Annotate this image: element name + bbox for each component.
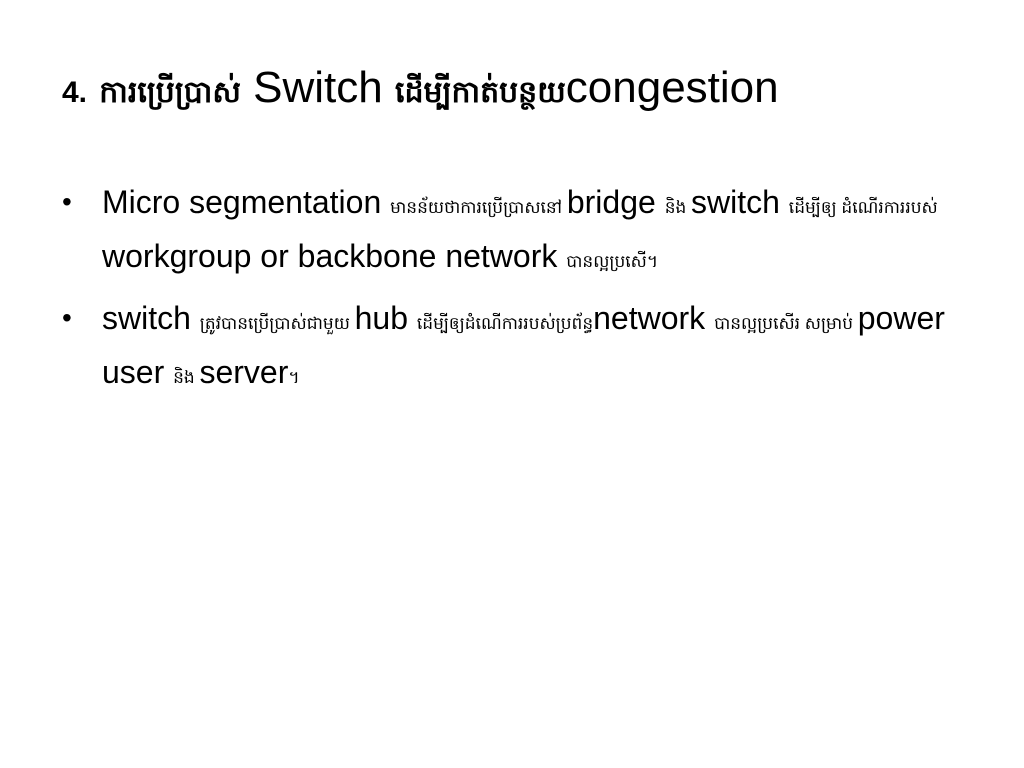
bullet-segment: ដើម្បីឲ្យ ដំណើរការរបស់: [788, 198, 938, 217]
bullet-segment: bridge: [566, 184, 665, 220]
bullet-segment: និង: [664, 198, 691, 217]
bullet-segment: ត្រូវបានប្រើប្រាស់ជាមួយ: [199, 314, 355, 333]
bullet-list: • Micro segmentation មានន័យថាការប្រើប្រា…: [62, 178, 962, 410]
bullet-item: • switch ត្រូវបានប្រើប្រាស់ជាមួយ hub ដើម…: [62, 294, 962, 402]
bullet-segment: network: [593, 300, 715, 336]
bullet-segment: power user: [102, 300, 945, 390]
bullet-segment: បានល្អប្រសើ។: [566, 252, 659, 271]
bullet-segment: hub: [354, 300, 417, 336]
title-number: 4.: [62, 76, 88, 109]
bullet-segment: និង: [173, 368, 200, 387]
bullet-segment: ។: [288, 368, 300, 387]
title-khmer-part2: ដើម្បីកាត់បន្ថយ: [394, 76, 566, 109]
bullet-segment: ដើម្បីឲ្យដំណើការរបស់ប្រព័ន្ធ: [416, 314, 594, 333]
bullet-segment: switch: [691, 184, 789, 220]
bullet-segment: Micro segmentation: [102, 184, 391, 220]
title-english-part2: congestion: [565, 63, 779, 112]
bullet-segment: workgroup or backbone network: [102, 238, 567, 274]
bullet-marker: •: [62, 302, 72, 333]
bullet-segment: server: [199, 354, 289, 390]
bullet-segment: switch: [102, 300, 200, 336]
title-khmer-part1: ការប្រើប្រាស់: [99, 76, 241, 109]
bullet-segment: បានល្អប្រសើរ សម្រាប់: [714, 314, 858, 333]
bullet-marker: •: [62, 186, 72, 217]
slide-title: 4. ការប្រើប្រាស់ Switch ដើម្បីកាត់បន្ថយc…: [62, 58, 982, 123]
bullet-segment: មានន័យថាការប្រើប្រាសនៅ: [390, 198, 567, 217]
title-english-part1: Switch: [253, 63, 383, 112]
bullet-item: • Micro segmentation មានន័យថាការប្រើប្រា…: [62, 178, 962, 286]
